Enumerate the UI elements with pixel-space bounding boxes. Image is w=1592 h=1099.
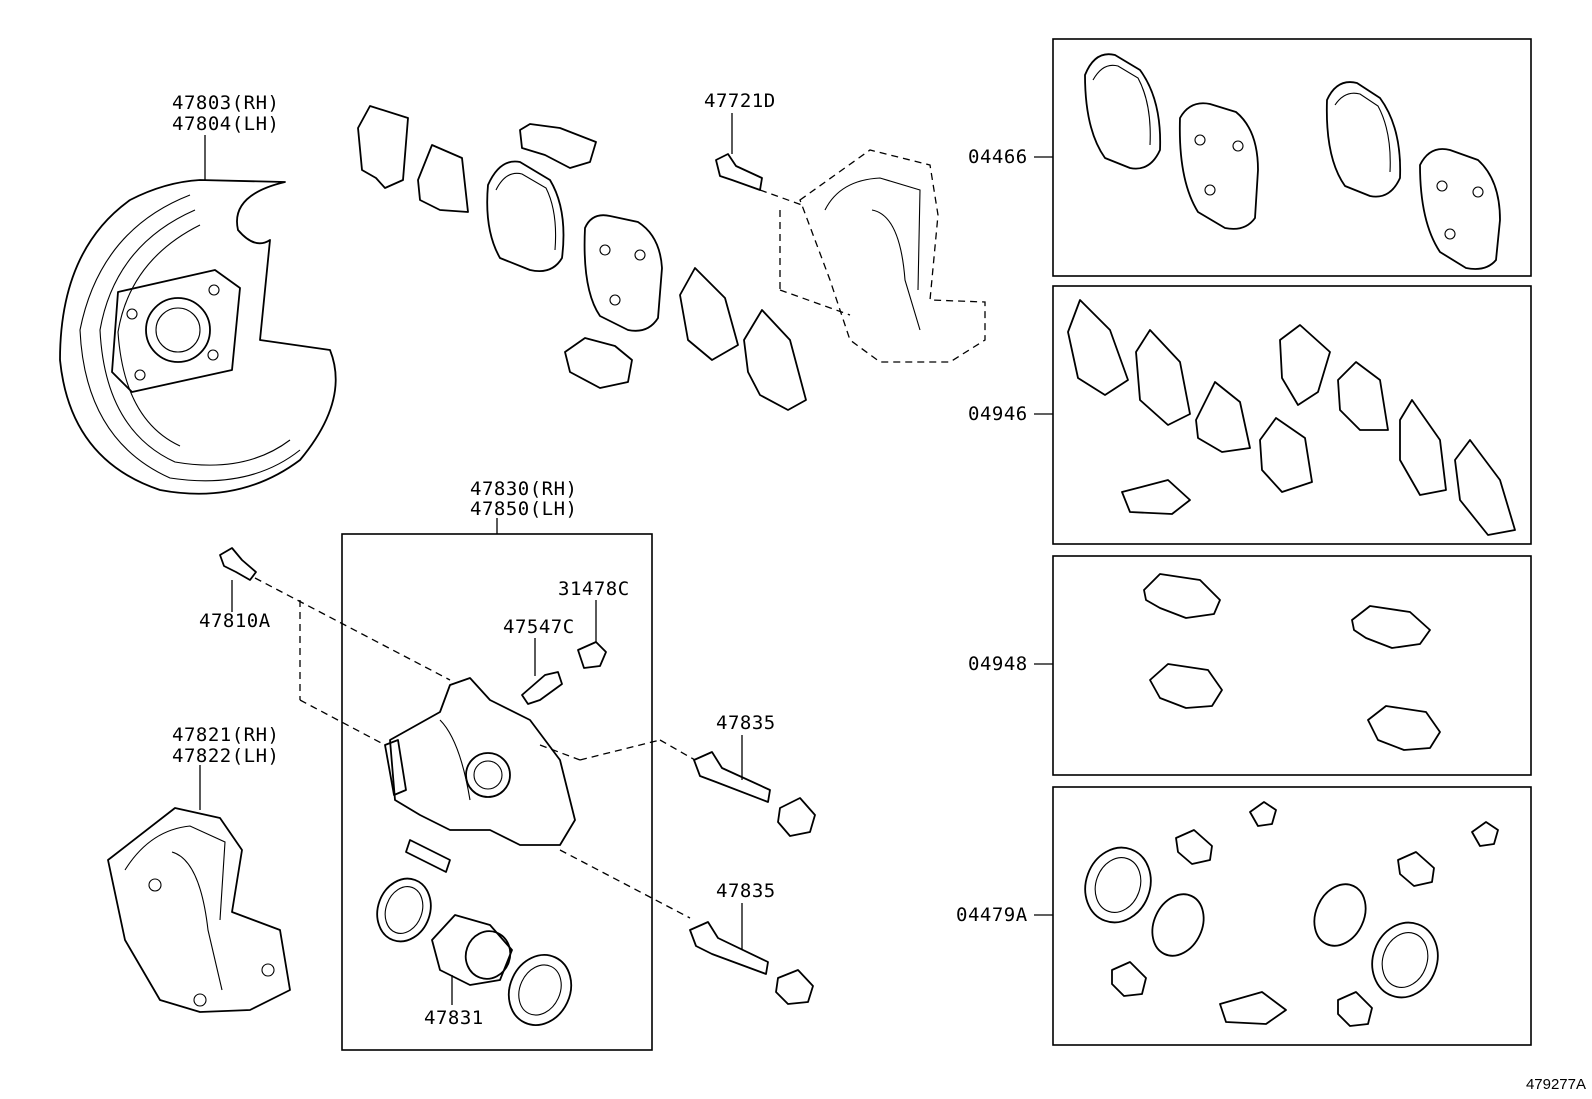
label-mounting-lh: 47822(LH) — [172, 745, 280, 767]
label-slide-pin-lower: 47835 — [716, 880, 776, 902]
upper-pads-group — [357, 105, 807, 411]
dust-cover-illustration — [59, 179, 337, 495]
cylinder-kit-illustration — [1084, 801, 1499, 1027]
union-bolt-illustration — [219, 547, 257, 581]
bolt-47721d-illustration — [715, 153, 763, 191]
label-bleeder-plug: 47547C — [503, 616, 575, 638]
caliper-assembly-frame — [341, 533, 653, 1051]
slide-pin-upper-illustration — [693, 751, 816, 837]
caliper-body-illustration — [384, 677, 576, 873]
label-shim-kit: 04946 — [968, 403, 1028, 425]
piston-seal-illustration — [376, 877, 432, 943]
pad-kit-illustration — [1084, 53, 1501, 270]
fitting-kit-frame — [1052, 555, 1532, 776]
label-cylinder-kit: 04479A — [956, 904, 1028, 926]
label-mounting-rh: 47821(RH) — [172, 724, 280, 746]
label-caliper-lh: 47850(LH) — [470, 498, 578, 520]
label-slide-pin-upper: 47835 — [716, 712, 776, 734]
label-piston: 47831 — [424, 1007, 484, 1029]
label-dust-cover-rh: 47803(RH) — [172, 92, 280, 114]
lower-mounting-illustration — [107, 807, 291, 1013]
bleeder-plug-illustration — [521, 671, 563, 705]
label-union-bolt: 47810A — [199, 610, 271, 632]
shim-kit-illustration — [1067, 299, 1516, 536]
bleeder-cap-illustration — [577, 641, 607, 669]
boot-illustration — [507, 954, 573, 1026]
piston-illustration — [431, 914, 513, 986]
diagram-reference-code: 479277A — [1525, 1076, 1586, 1093]
cylinder-kit-frame — [1052, 786, 1532, 1046]
pad-kit-frame — [1052, 38, 1532, 277]
slide-pin-lower-illustration — [689, 921, 814, 1005]
label-pad-kit: 04466 — [968, 146, 1028, 168]
fitting-kit-illustration — [1143, 573, 1441, 751]
label-bolt-47721d: 47721D — [704, 90, 776, 112]
shim-kit-frame — [1052, 285, 1532, 545]
label-caliper-rh: 47830(RH) — [470, 478, 578, 500]
label-fitting-kit: 04948 — [968, 653, 1028, 675]
upper-mounting-illustration — [779, 149, 986, 363]
label-bleeder-cap: 31478C — [558, 578, 630, 600]
label-dust-cover-lh: 47804(LH) — [172, 113, 280, 135]
